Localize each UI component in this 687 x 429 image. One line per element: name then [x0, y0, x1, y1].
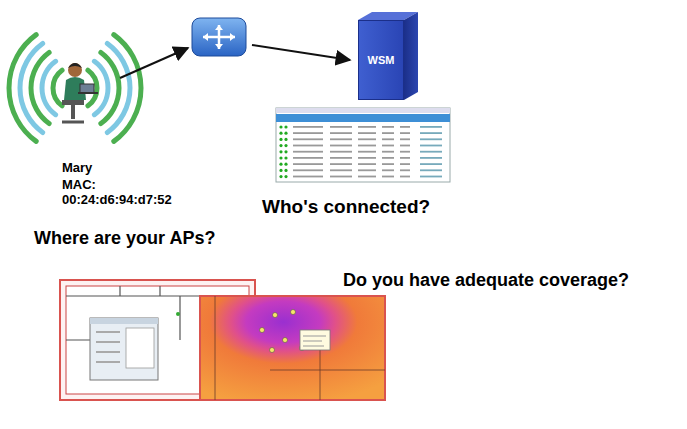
client-table-screenshot: [276, 108, 450, 182]
arrow: [252, 45, 350, 60]
user-icon: [62, 63, 98, 122]
wave-arc: [31, 52, 49, 123]
user-label: MAC: 00:24:d6:94:d7:52: [62, 178, 190, 208]
caption-question: Where are your APs?: [34, 228, 215, 249]
wave-arc: [53, 70, 62, 106]
network-switch: [192, 18, 246, 56]
wave-arc: [20, 44, 43, 133]
wave-arc: [101, 52, 119, 123]
wave-arc: [42, 61, 56, 114]
caption-question: Do you have adequate coverage?: [343, 270, 629, 291]
user-label: Mary: [62, 161, 92, 176]
wave-arc: [9, 35, 36, 142]
wifi-waves: [9, 35, 141, 142]
server-label: WSM: [368, 54, 395, 66]
wave-arc: [114, 35, 141, 142]
server-front: WSM: [358, 20, 404, 100]
wave-arc: [107, 44, 130, 133]
caption-question: Who's connected?: [262, 196, 430, 218]
coverage-heatmap: [200, 296, 385, 400]
wave-arc: [94, 61, 108, 114]
server-tower: [358, 12, 418, 100]
arrow: [120, 48, 188, 78]
